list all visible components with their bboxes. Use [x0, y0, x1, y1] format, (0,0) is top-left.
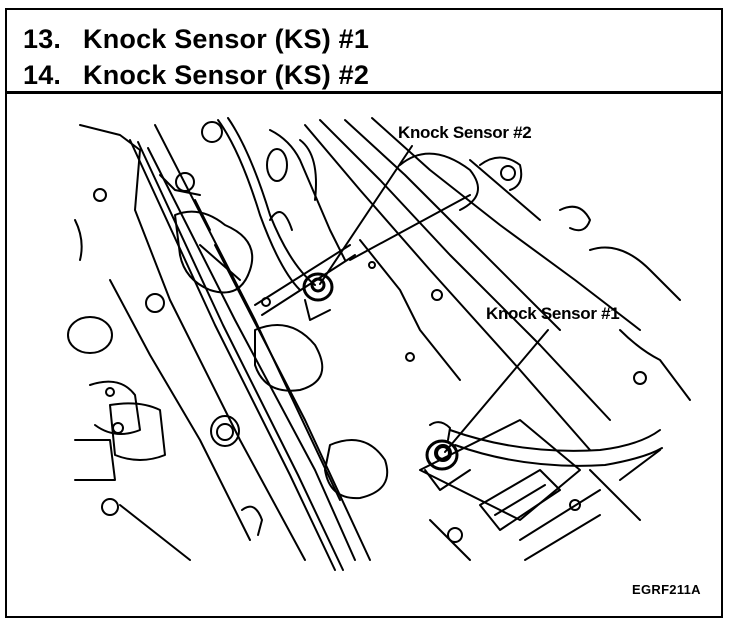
- bolts: [261, 165, 647, 385]
- legend-item-13: 13. Knock Sensor (KS) #1: [23, 24, 369, 55]
- knock-sensor-2: [302, 272, 334, 321]
- intake-manifold-right-rails: [304, 117, 691, 451]
- lower-right-components: [419, 419, 663, 561]
- legend-label: Knock Sensor (KS) #1: [83, 24, 370, 54]
- callout-knock-sensor-1: Knock Sensor #1: [486, 304, 620, 323]
- leader-line-sensor-2: [319, 145, 413, 285]
- legend-box: 13. Knock Sensor (KS) #1 14. Knock Sensor …: [5, 8, 723, 94]
- knock-sensor-1: [424, 421, 471, 491]
- leader-line-sensor-1: [444, 329, 549, 453]
- legend-number: 14.: [23, 60, 62, 90]
- plenum-outline: [174, 117, 471, 500]
- legend-label: Knock Sensor (KS) #2: [83, 60, 370, 90]
- left-side-components: [67, 121, 293, 536]
- legend-number: 13.: [23, 24, 62, 54]
- figure-id: EGRF211A: [632, 582, 701, 597]
- legend-item-14: 14. Knock Sensor (KS) #2: [23, 60, 369, 91]
- intake-manifold-left-rails: [79, 124, 371, 571]
- callout-knock-sensor-2: Knock Sensor #2: [398, 123, 532, 142]
